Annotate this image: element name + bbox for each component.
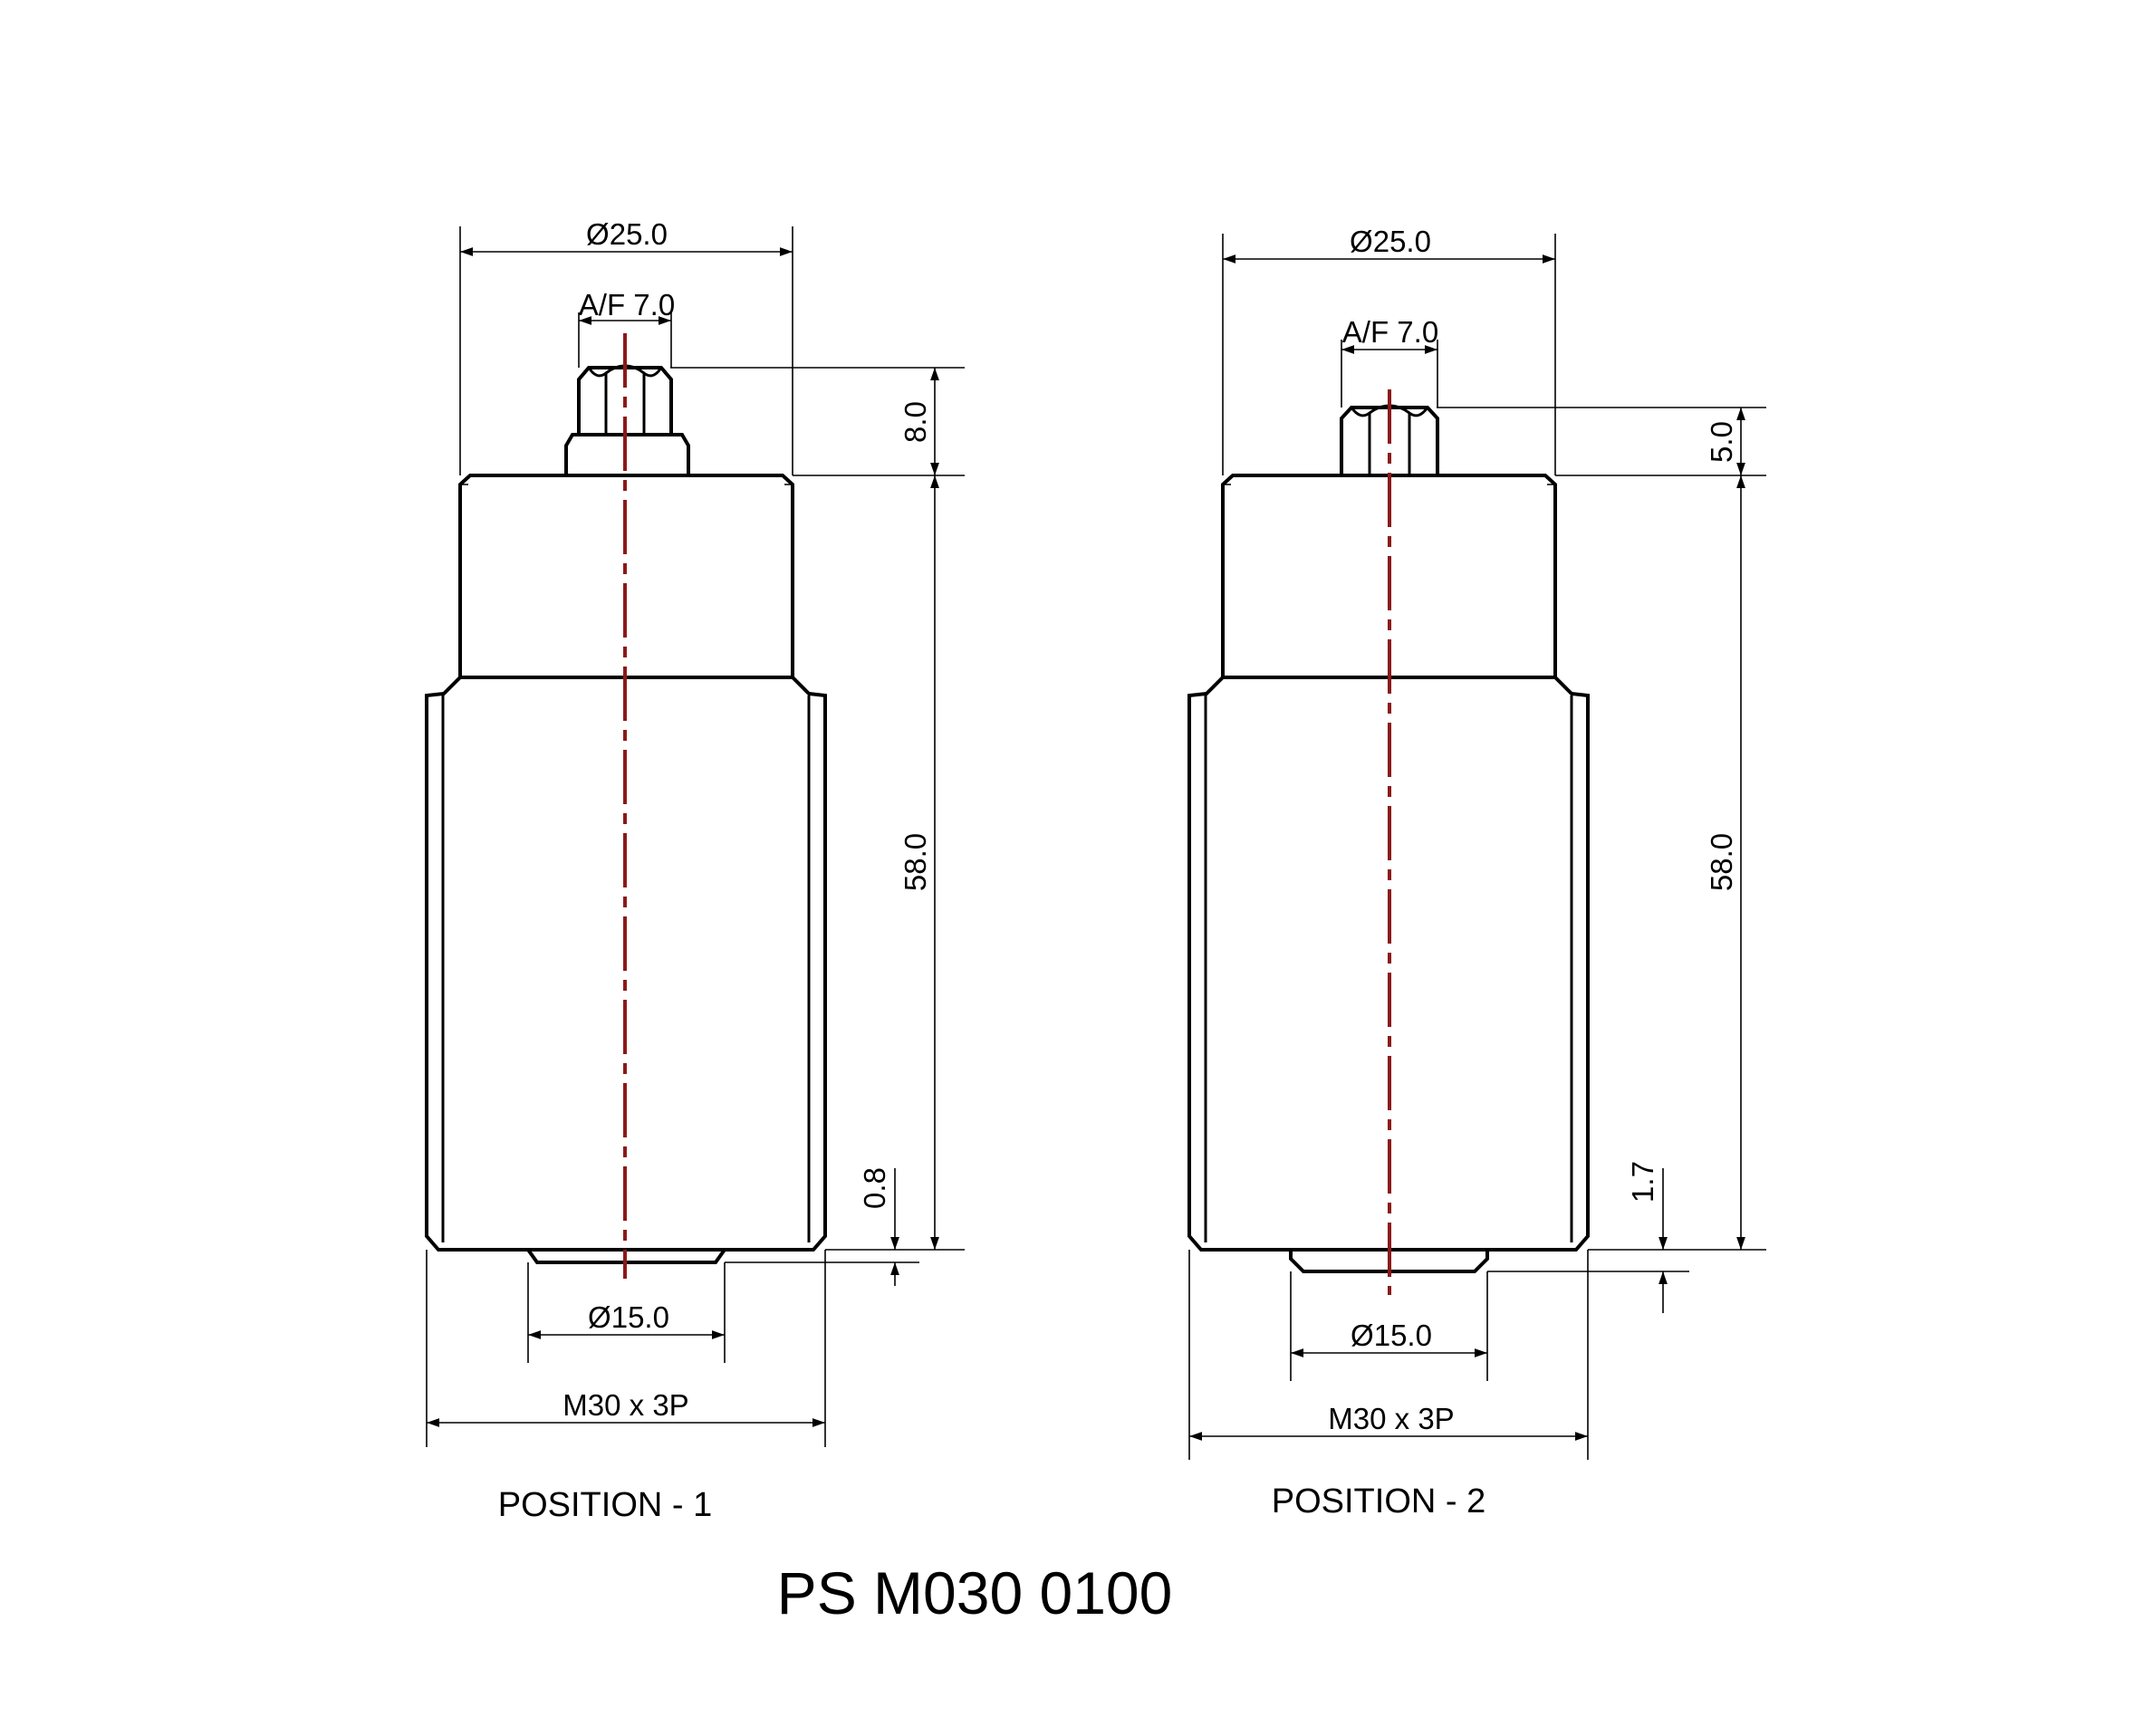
view-position-2: Ø25.0 A/F 7.0 5.0 58.0 1.7 Ø15.0 xyxy=(1187,225,1766,1520)
bottom-protrusion-label: 1.7 xyxy=(1626,1161,1659,1203)
across-flats-label: A/F 7.0 xyxy=(1342,315,1438,349)
drawing-title: PS M030 0100 xyxy=(777,1559,1173,1626)
body-height-label: 58.0 xyxy=(899,833,932,891)
bottom-protrusion-label: 0.8 xyxy=(858,1167,891,1209)
across-flats-label: A/F 7.0 xyxy=(579,288,675,321)
view-caption: POSITION - 2 xyxy=(1272,1482,1485,1520)
dimensions: Ø25.0 A/F 7.0 5.0 58.0 1.7 Ø15.0 xyxy=(1188,225,1766,1460)
thread-label: M30 x 3P xyxy=(1328,1402,1454,1435)
body-height-label: 58.0 xyxy=(1705,833,1738,891)
view-position-1: Ø25.0 A/F 7.0 8.0 58.0 0.8 Ø15.0 xyxy=(425,217,965,1524)
bottom-diameter-label: Ø15.0 xyxy=(1351,1319,1432,1352)
top-diameter-label: Ø25.0 xyxy=(1350,225,1431,258)
thread-label: M30 x 3P xyxy=(562,1388,688,1422)
hex-height-label: 8.0 xyxy=(899,401,932,443)
bottom-diameter-label: Ø15.0 xyxy=(588,1300,669,1334)
hex-height-label: 5.0 xyxy=(1705,421,1738,463)
view-caption: POSITION - 1 xyxy=(498,1486,712,1524)
top-diameter-label: Ø25.0 xyxy=(586,217,668,251)
dimensions: Ø25.0 A/F 7.0 8.0 58.0 0.8 Ø15.0 xyxy=(426,217,965,1447)
